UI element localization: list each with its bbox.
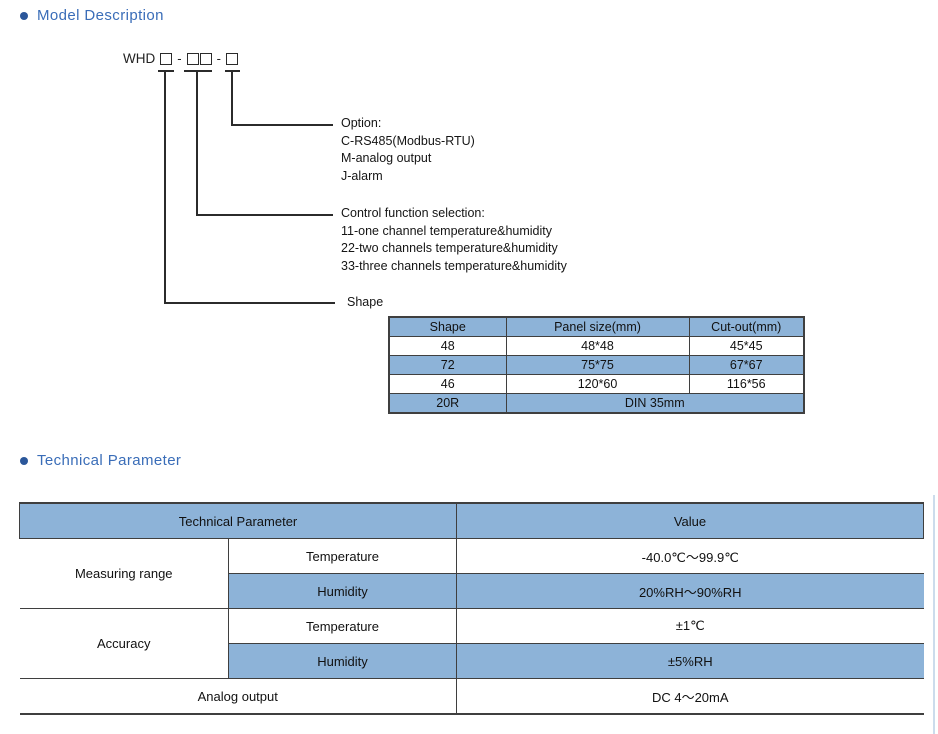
table-row: Humidity ±5%RH [20, 643, 924, 679]
cell-cut-out: 45*45 [688, 336, 805, 356]
model-digit-box [225, 52, 238, 65]
section-title: Technical Parameter [37, 452, 182, 469]
column-header: Shape [388, 316, 507, 337]
model-code: WHD - - [123, 51, 238, 66]
cell-parameter: Temperature [228, 608, 457, 644]
callout-item: 22-two channels temperature&humidity [341, 241, 558, 255]
cell-group-measuring-range: Measuring range [19, 538, 229, 609]
bullet-icon [20, 456, 28, 465]
cell-group-analog-output: Analog output [19, 678, 457, 715]
page-edge-line [933, 495, 935, 734]
cell-cut-out: 116*56 [688, 374, 805, 394]
column-header: Cut-out(mm) [688, 316, 805, 337]
column-header-value: Value [456, 502, 924, 539]
cell-shape: 72 [388, 355, 507, 375]
callout-item: J-alarm [341, 168, 383, 183]
cell-panel-size: 48*48 [505, 336, 690, 356]
table-row: 72 75*75 67*67 [388, 355, 805, 375]
cell-value: ±5%RH [456, 643, 924, 679]
diagram-cap-line [184, 70, 212, 72]
model-prefix: WHD [123, 51, 156, 66]
cell-panel-size: DIN 35mm [505, 393, 805, 414]
cell-group-accuracy: Accuracy [19, 608, 229, 679]
model-separator: - [177, 50, 182, 66]
diagram-leader-control [196, 214, 333, 216]
model-digit-box [199, 52, 212, 65]
model-separator: - [216, 50, 221, 66]
model-digit-box [160, 52, 173, 65]
cell-cut-out: 67*67 [688, 355, 805, 375]
technical-parameter-table: Technical Parameter Value Measuring rang… [19, 502, 924, 715]
model-digit-box-pair [186, 52, 212, 65]
table-row: Humidity 20%RH～90%RH [20, 573, 924, 609]
table-row: 48 48*48 45*45 [388, 336, 805, 356]
column-header-parameter: Technical Parameter [19, 502, 457, 539]
callout-title: Shape [347, 295, 384, 309]
cell-shape: 46 [388, 374, 507, 394]
shape-callout: Shape [347, 294, 383, 312]
control-function-callout: Control function selection: 11-one chann… [341, 205, 567, 275]
table-row: 46 120*60 116*56 [388, 374, 805, 394]
shape-table: Shape Panel size(mm) Cut-out(mm) 48 48*4… [388, 316, 805, 414]
option-callout: Option: C-RS485(Modbus-RTU) M-analog out… [341, 115, 475, 185]
diagram-leader-option [231, 124, 333, 126]
diagram-vertical-line-option [231, 70, 233, 126]
callout-item: 33-three channels temperature&humidity [341, 258, 567, 273]
cell-value: DC 4～20mA [456, 678, 924, 715]
callout-item: 11-one channel temperature&humidity [341, 223, 553, 238]
column-header: Panel size(mm) [505, 316, 690, 337]
table-row: 20R DIN 35mm [388, 393, 805, 414]
diagram-vertical-line-control [196, 70, 198, 216]
technical-parameter-heading: Technical Parameter [20, 452, 181, 469]
model-description-heading: Model Description [20, 7, 164, 24]
diagram-leader-shape [164, 302, 335, 304]
bullet-icon [20, 11, 28, 20]
diagram-vertical-line-shape [164, 70, 166, 304]
cell-shape: 20R [388, 393, 507, 414]
cell-panel-size: 75*75 [505, 355, 690, 375]
cell-parameter: Temperature [228, 538, 457, 574]
callout-item: M-analog output [341, 151, 432, 165]
callout-title: Control function selection: [341, 206, 485, 220]
cell-panel-size: 120*60 [505, 374, 690, 394]
diagram-cap-line [158, 70, 174, 72]
cell-parameter: Humidity [228, 573, 457, 609]
cell-shape: 48 [388, 336, 507, 356]
cell-value: ±1℃ [456, 608, 924, 644]
tech-table-header-row: Technical Parameter Value [19, 502, 924, 539]
table-row: Accuracy Temperature ±1℃ [19, 608, 924, 679]
table-row: Measuring range Temperature -40.0℃～99.9℃ [19, 538, 924, 609]
callout-item: C-RS485(Modbus-RTU) [341, 133, 475, 148]
shape-table-header-row: Shape Panel size(mm) Cut-out(mm) [388, 316, 805, 337]
cell-value: -40.0℃～99.9℃ [456, 538, 924, 574]
model-digit-box [186, 52, 199, 65]
cell-parameter: Humidity [228, 643, 457, 679]
cell-value: 20%RH～90%RH [456, 573, 924, 609]
callout-title: Option: [341, 116, 382, 130]
section-title: Model Description [37, 7, 164, 24]
table-row: Analog output DC 4～20mA [19, 678, 924, 715]
